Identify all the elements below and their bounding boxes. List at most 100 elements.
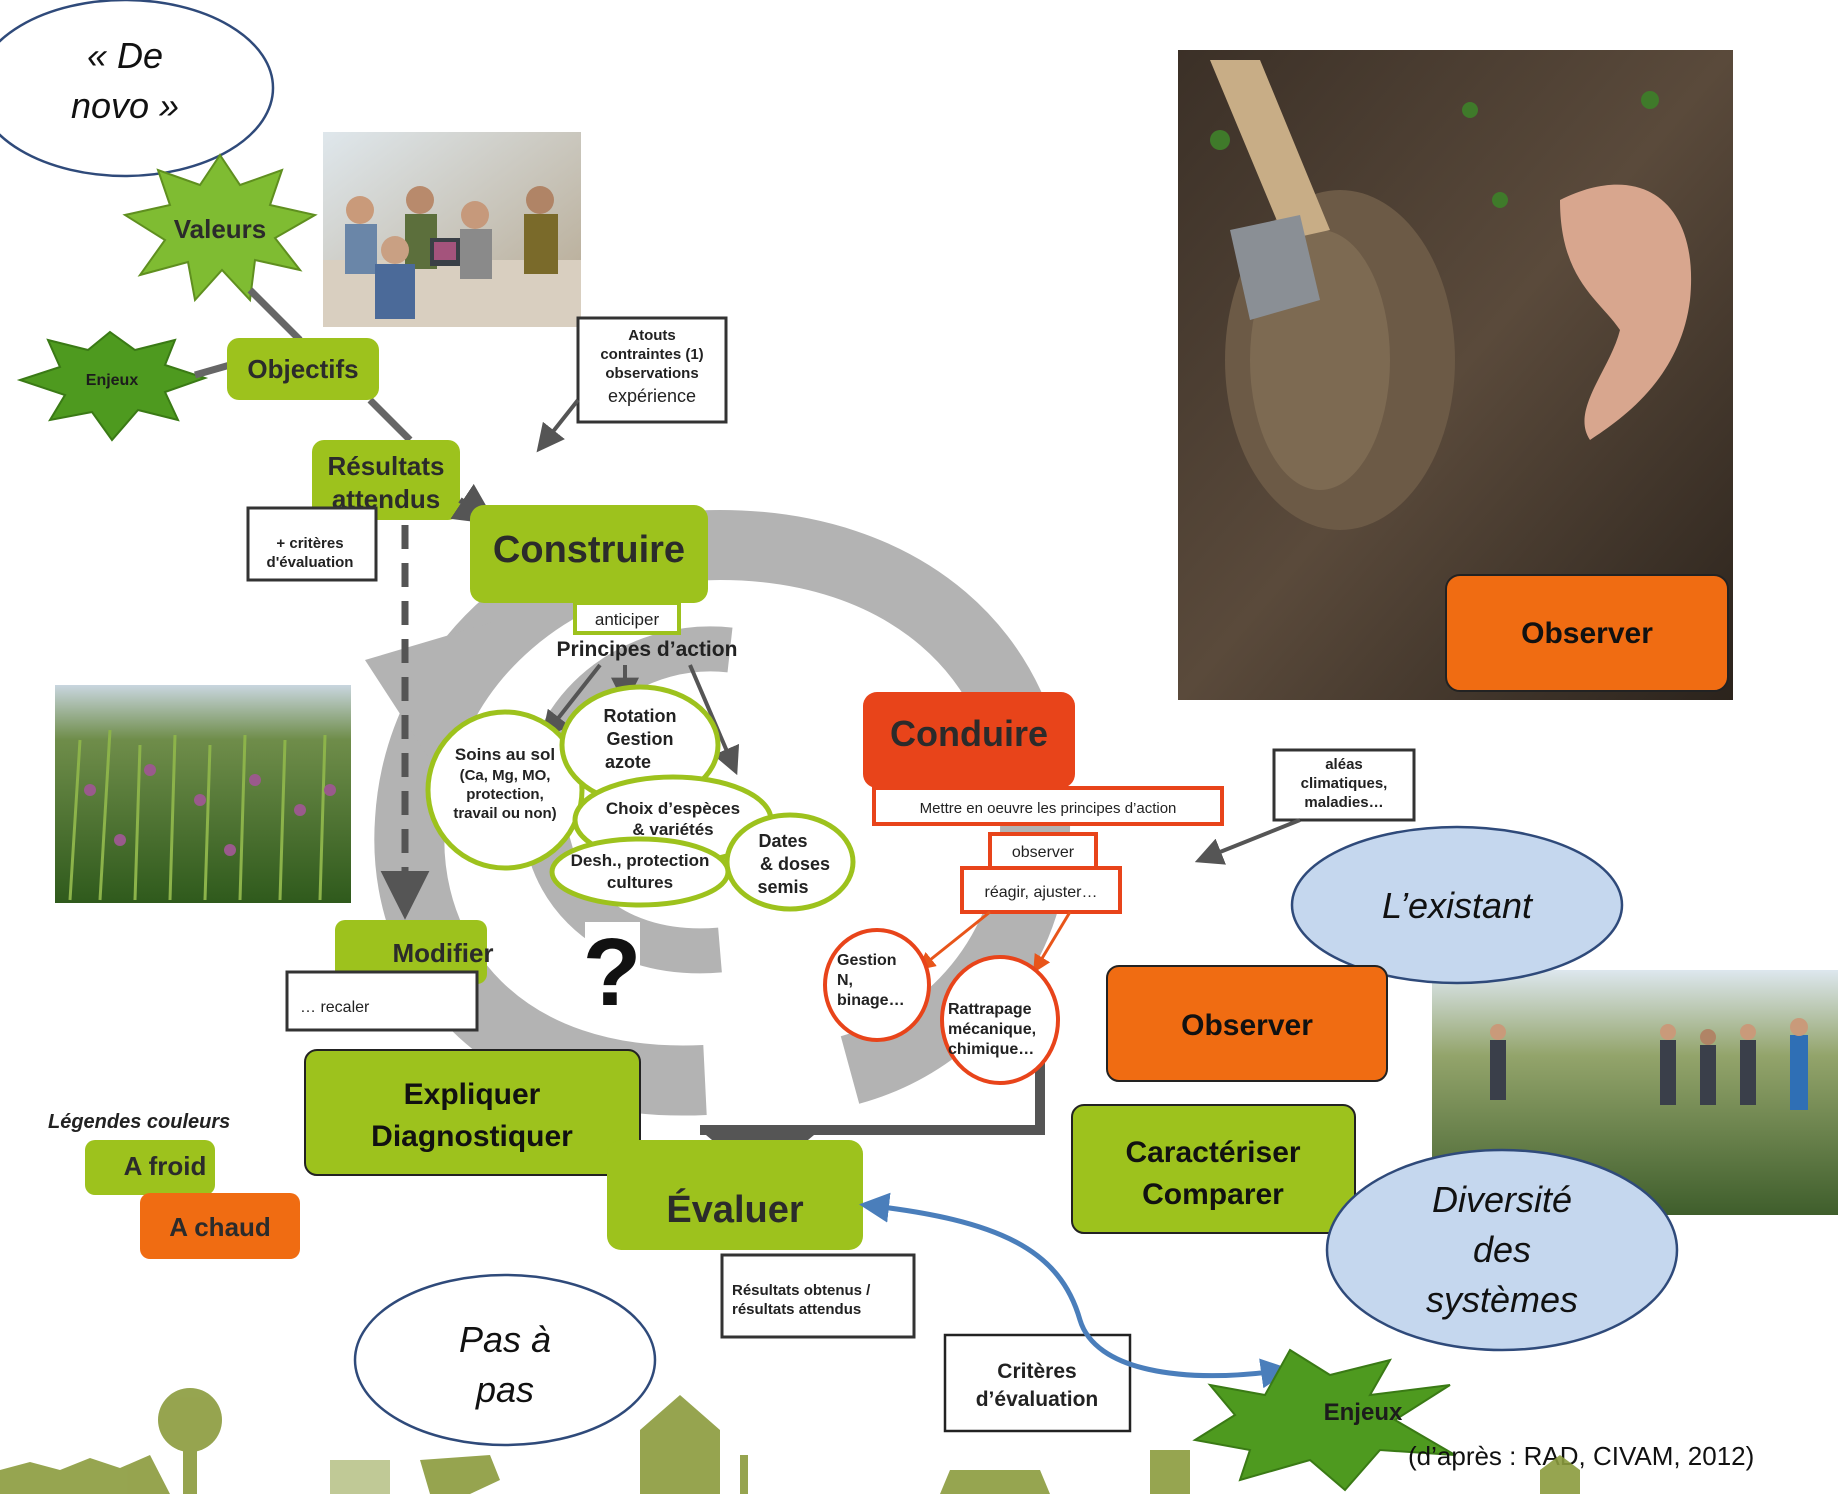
desh-line-1: Desh., protection	[571, 851, 710, 870]
observer-photo-label: Observer	[1521, 617, 1653, 650]
gestion-n-bubble	[823, 928, 931, 1042]
observer-mid-box	[1106, 965, 1388, 1082]
resultats-obtenus-line-1: Résultats obtenus /	[732, 1282, 871, 1299]
soil-photo	[1178, 50, 1733, 700]
question-box	[585, 922, 640, 1010]
meeting-photo	[323, 132, 581, 327]
caracteriser-box	[1071, 1104, 1356, 1234]
enjeux-bottom-star	[1192, 1348, 1456, 1492]
objectifs-box	[227, 338, 379, 400]
caracteriser-line-1: Caractériser	[1125, 1136, 1300, 1169]
resultats-attendus-box	[312, 440, 460, 520]
recaler-box	[285, 970, 479, 1032]
atouts-arrow	[536, 398, 580, 453]
dates-line-3: semis	[757, 877, 808, 897]
gestion-n-line-2: N,	[837, 972, 853, 989]
existant-label: L’existant	[1382, 885, 1534, 926]
pas-a-pas-line-1: Pas à	[459, 1319, 551, 1360]
evaluer-label: Évaluer	[666, 1187, 804, 1231]
pas-a-pas-line-2: pas	[475, 1369, 534, 1410]
principes-label: Principes d’action	[557, 638, 738, 661]
observer-photo-box	[1445, 574, 1729, 692]
criteres-evaluation-line-1: Critères	[997, 1360, 1076, 1383]
footer-silhouettes	[0, 1388, 1580, 1494]
gestion-n-line-1: Gestion	[837, 952, 897, 969]
de-novo-label-1: « De	[87, 35, 163, 76]
aleas-arrow	[1194, 818, 1301, 865]
conduire-box	[863, 692, 1075, 788]
reagir-arrow-left	[917, 910, 991, 971]
cow-icon	[420, 1455, 500, 1494]
spiral-tail	[700, 1050, 1045, 1135]
de-novo-bubble	[0, 0, 275, 178]
rotation-line-2: Gestion	[606, 729, 673, 749]
criteres-evaluation-line-2: d’évaluation	[976, 1388, 1099, 1411]
pea-field-photo	[55, 685, 351, 903]
dates-line-1: Dates	[758, 831, 807, 851]
diversite-bubble	[1325, 1148, 1679, 1352]
rattrapage-line-3: chimique…	[948, 1041, 1034, 1058]
desh-line-2: cultures	[607, 873, 673, 892]
enjeux-top-star	[16, 330, 209, 442]
dates-line-2: & doses	[760, 854, 830, 874]
reagir-label: réagir, ajuster…	[985, 884, 1098, 901]
enjeux-objectifs-line	[194, 361, 231, 379]
objectifs-label: Objectifs	[247, 354, 358, 384]
aleas-box	[1272, 748, 1416, 822]
rattrapage-line-1: Rattrapage	[948, 1001, 1032, 1018]
caracteriser-line-2: Comparer	[1142, 1178, 1284, 1211]
diversite-line-1: Diversité	[1432, 1179, 1572, 1220]
soins-line-1: Soins au sol	[455, 745, 555, 764]
expliquer-line-2: Diagnostiquer	[371, 1120, 573, 1153]
enjeux-bottom-label: Enjeux	[1324, 1399, 1403, 1426]
soins-line-4: travail ou non)	[453, 805, 556, 822]
desh-bubble	[549, 836, 731, 908]
rotation-line-3: azote	[605, 752, 651, 772]
diversite-line-2: des	[1473, 1229, 1531, 1270]
tractor-icon	[940, 1470, 1050, 1494]
rotation-line-1: Rotation	[604, 706, 677, 726]
atouts-line-3: observations	[605, 365, 698, 382]
construire-label: Construire	[493, 529, 685, 571]
spiral-arrowhead-left	[365, 620, 500, 760]
pas-a-pas-bubble	[353, 1273, 657, 1447]
principes-arrow-3	[688, 664, 740, 776]
valeurs-objectifs-line	[247, 287, 303, 343]
reagir-box	[960, 866, 1122, 914]
objectifs-resultats-line	[367, 397, 413, 443]
anticiper-label: anticiper	[595, 610, 660, 629]
conduire-label: Conduire	[890, 713, 1048, 754]
legend-chaud-box	[140, 1193, 300, 1259]
de-novo-label-2: novo »	[71, 85, 179, 126]
windmill-icon	[1540, 1455, 1580, 1494]
diversite-line-3: systèmes	[1426, 1279, 1578, 1320]
choix-line-2: & variétés	[632, 820, 713, 839]
evaluer-enjeux-arrow	[859, 1192, 1291, 1389]
aleas-line-1: aléas	[1325, 756, 1363, 773]
recaler-label: … recaler	[300, 999, 370, 1016]
principes-arrow-1	[541, 663, 602, 740]
aleas-line-3: maladies…	[1304, 794, 1383, 811]
reagir-arrow-right	[1033, 911, 1072, 974]
resultats-obtenus-line-2: résultats attendus	[732, 1301, 861, 1318]
expliquer-box	[304, 1049, 641, 1176]
tree-icon	[158, 1388, 222, 1452]
criteres-line-1: + critères	[276, 535, 343, 552]
legend-chaud-label: A chaud	[169, 1212, 271, 1242]
observer-mid-label: Observer	[1181, 1009, 1313, 1042]
modifier-label: Modifier	[392, 938, 493, 968]
legend-froid-box	[85, 1140, 215, 1195]
criteres-box	[246, 506, 378, 582]
choix-line-1: Choix d’espèces	[606, 799, 740, 818]
enjeux-top-label: Enjeux	[86, 372, 139, 389]
mettre-box	[872, 786, 1224, 826]
soins-line-3: protection,	[466, 786, 544, 803]
house-icon	[640, 1395, 720, 1494]
factory-icon	[1150, 1450, 1190, 1494]
gestion-n-line-3: binage…	[837, 992, 905, 1009]
aleas-line-2: climatiques,	[1301, 775, 1388, 792]
anticiper-box	[573, 601, 681, 635]
soins-bubble	[425, 709, 585, 871]
